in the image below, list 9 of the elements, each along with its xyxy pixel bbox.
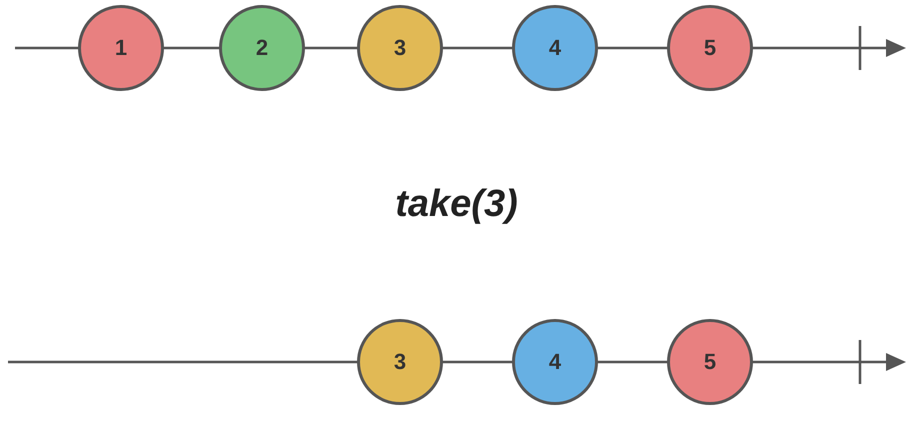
marble-circle: 5 [667, 319, 753, 405]
marble-circle: 4 [512, 5, 598, 91]
operator-label: take(3) [394, 183, 519, 226]
marble-circle: 5 [667, 5, 753, 91]
marble-circle: 3 [357, 5, 443, 91]
marble-circle: 1 [78, 5, 164, 91]
marble-circle: 4 [512, 319, 598, 405]
marble-circle: 2 [219, 5, 305, 91]
marble-circle: 3 [357, 319, 443, 405]
